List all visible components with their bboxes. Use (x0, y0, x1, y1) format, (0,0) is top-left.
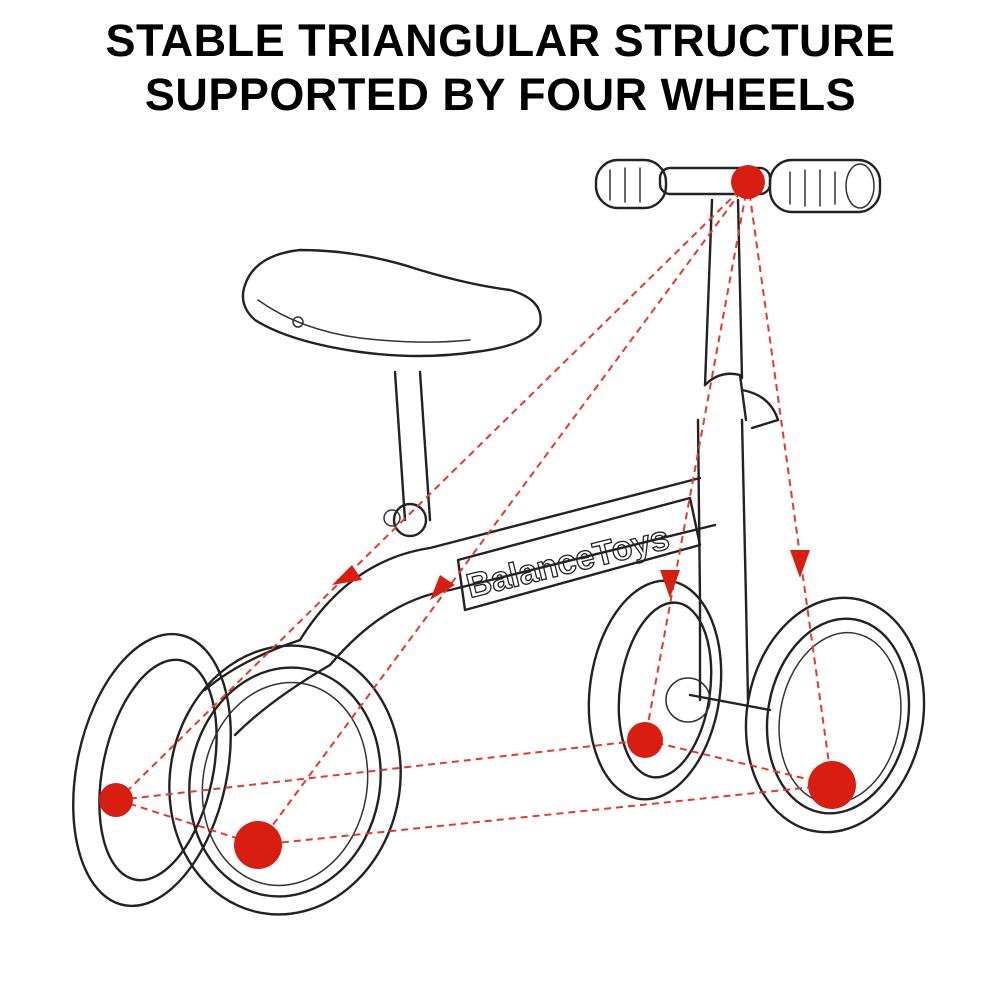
headline-line-1: STABLE TRIANGULAR STRUCTURE (105, 15, 896, 66)
rear-left-wheel (72, 632, 232, 908)
arrow-front-right (790, 550, 810, 578)
front-left-hub-dot (627, 722, 663, 758)
arrow-rear-right (430, 575, 455, 600)
front-right-hub-dot (808, 761, 856, 809)
stability-guides (117, 181, 833, 846)
contact-points (99, 165, 856, 869)
saddle (241, 248, 542, 358)
frame-logo: BalanceToys (456, 496, 702, 612)
bike-frame (203, 198, 780, 737)
arrow-front-left (660, 570, 680, 598)
guide-arrows (332, 550, 810, 600)
handlebar-point-dot (731, 165, 765, 199)
rear-right-hub-dot (234, 821, 282, 869)
handlebar (594, 158, 882, 214)
headline-line-2: SUPPORTED BY FOUR WHEELS (144, 69, 857, 120)
headline: STABLE TRIANGULAR STRUCTURE SUPPORTED BY… (0, 14, 1001, 122)
rear-right-wheel (168, 644, 402, 916)
rear-left-hub-dot (99, 783, 133, 817)
arrow-rear-left (332, 565, 362, 585)
